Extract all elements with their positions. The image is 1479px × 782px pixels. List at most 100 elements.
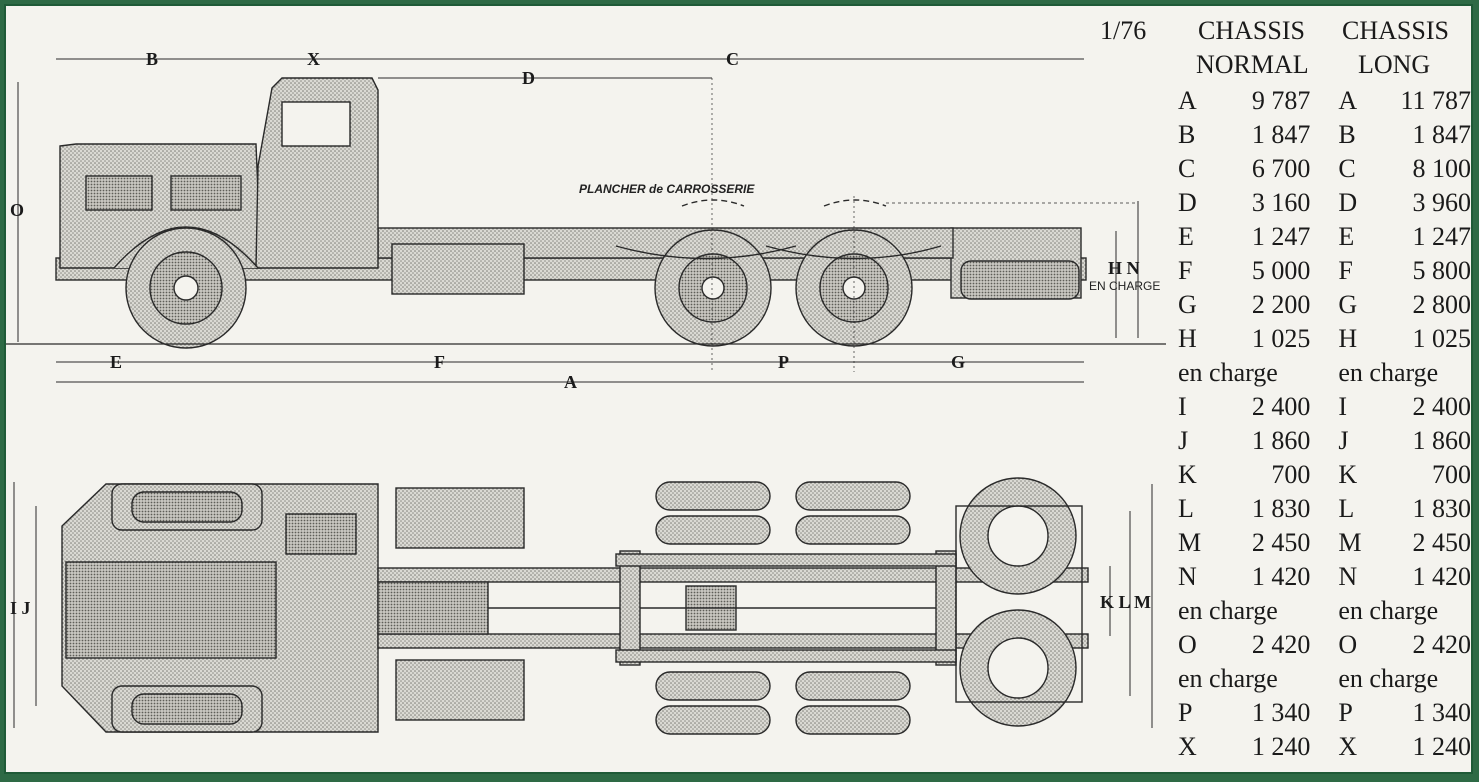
plan-tyre-1c	[655, 671, 771, 701]
label-a: A	[564, 372, 577, 392]
row-value-normal: 2 450	[1251, 528, 1311, 557]
row-letter-normal: A	[1178, 86, 1197, 115]
row-value-normal: 1 025	[1251, 324, 1311, 353]
row-letter-long: O	[1338, 630, 1358, 659]
plan-tyre-1b	[655, 515, 771, 545]
drawing-frame: B X C D O E F P G A H N EN CHARGE PLANCH…	[4, 4, 1473, 774]
label-x: X	[307, 49, 320, 69]
label-klm: K L M	[1100, 592, 1151, 612]
plan-tyre-1d	[655, 705, 771, 735]
row-letter-long: D	[1338, 188, 1358, 217]
row-value-normal: 1 247	[1251, 222, 1311, 251]
row-letter-long: K	[1338, 460, 1358, 489]
row-value-long: 1 240	[1412, 732, 1472, 761]
chassis-drawing: B X C D O E F P G A H N EN CHARGE PLANCH…	[6, 49, 1166, 735]
row-letter-long: M	[1338, 528, 1362, 557]
label-c: C	[726, 49, 739, 69]
row-value-long: 2 800	[1412, 290, 1472, 319]
row-value-long: 5 800	[1412, 256, 1472, 285]
row-letter-long: P	[1338, 698, 1353, 727]
label-b: B	[146, 49, 158, 69]
table-row-note: en charge en charge	[1178, 356, 1471, 390]
plan-gearbox	[377, 581, 489, 635]
label-plancher: PLANCHER de CARROSSERIE	[579, 182, 755, 196]
row-letter-normal: D	[1178, 188, 1197, 217]
row-letter-long: N	[1338, 562, 1358, 591]
row-letter-normal: X	[1178, 732, 1197, 761]
row-value-long: 1 847	[1412, 120, 1472, 149]
side-cab-window	[281, 101, 351, 147]
row-value-long: 1 420	[1412, 562, 1472, 591]
plan-fuel-tank-top	[395, 487, 525, 549]
row-value-normal: 1 860	[1251, 426, 1311, 455]
row-value-long: 3 960	[1412, 188, 1472, 217]
plan-tyre-2b	[795, 515, 911, 545]
row-letter-long: B	[1338, 120, 1356, 149]
row-letter-normal: B	[1178, 120, 1196, 149]
row-value-normal: 1 420	[1251, 562, 1311, 591]
side-view	[55, 77, 1136, 349]
side-grille-2	[170, 175, 242, 211]
header-normal-2: NORMAL	[1196, 50, 1309, 79]
row-note-long: en charge	[1338, 664, 1439, 693]
label-p: P	[778, 352, 789, 372]
row-letter-long: L	[1338, 494, 1355, 523]
table-row-note: en charge en charge	[1178, 662, 1471, 696]
plan-tyre-1a	[655, 481, 771, 511]
row-note-long: en charge	[1338, 596, 1439, 625]
row-note-normal: en charge	[1178, 358, 1278, 387]
row-value-long: 8 100	[1412, 154, 1472, 183]
label-o: O	[10, 200, 24, 220]
plan-view	[61, 477, 1089, 735]
row-value-long: 1 830	[1412, 494, 1472, 523]
row-note-long: en charge	[1338, 358, 1439, 387]
plan-frame-rail-bottom	[377, 633, 1089, 649]
row-letter-normal: C	[1178, 154, 1196, 183]
label-e: E	[110, 352, 122, 372]
side-fuel-tank	[391, 243, 525, 295]
plan-tyre-2c	[795, 671, 911, 701]
label-g: G	[951, 352, 965, 372]
row-note-normal: en charge	[1178, 664, 1278, 693]
row-letter-long: G	[1338, 290, 1358, 319]
row-value-normal: 9 787	[1251, 86, 1311, 115]
table-row: O 2 420 O 2 420	[1178, 628, 1471, 662]
row-letter-normal: O	[1178, 630, 1197, 659]
plan-engine	[65, 561, 277, 659]
row-note-normal: en charge	[1178, 596, 1278, 625]
plan-tyre-2d	[795, 705, 911, 735]
row-letter-long: H	[1338, 324, 1358, 353]
row-letter-long: X	[1338, 732, 1358, 761]
plan-frame-rail-top	[377, 567, 1089, 583]
row-letter-long: A	[1338, 86, 1358, 115]
dimension-labels: B X C D O E F P G A H N EN CHARGE PLANCH…	[10, 49, 1160, 618]
row-letter-normal: K	[1178, 460, 1197, 489]
plan-fuel-tank-bottom	[395, 659, 525, 721]
row-value-long: 2 420	[1412, 630, 1472, 659]
row-letter-normal: I	[1178, 392, 1187, 421]
row-value-normal: 1 830	[1251, 494, 1311, 523]
row-letter-normal: M	[1178, 528, 1202, 557]
row-value-normal: 2 420	[1251, 630, 1311, 659]
row-value-normal: 2 400	[1251, 392, 1311, 421]
row-letter-long: I	[1338, 392, 1348, 421]
row-letter-long: F	[1338, 256, 1353, 285]
header-normal-1: CHASSIS	[1198, 16, 1305, 45]
row-letter-long: E	[1338, 222, 1355, 251]
row-value-long: 700	[1432, 460, 1471, 489]
label-en-charge: EN CHARGE	[1089, 279, 1160, 293]
row-letter-normal: H	[1178, 324, 1197, 353]
label-hn: H N	[1108, 258, 1140, 278]
row-letter-long: J	[1338, 426, 1349, 455]
row-value-long: 11 787	[1400, 86, 1471, 115]
